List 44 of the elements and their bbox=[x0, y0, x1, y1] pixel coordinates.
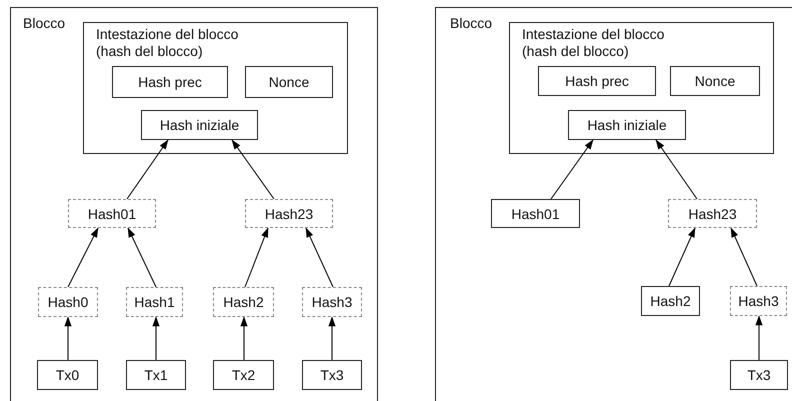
group-title: Intestazione del blocco (hash del blocco) bbox=[522, 26, 666, 60]
group-title: Intestazione del blocco (hash del blocco) bbox=[96, 26, 240, 60]
arrow bbox=[668, 227, 696, 286]
arrow bbox=[240, 316, 248, 360]
hash-node: Tx3 bbox=[730, 360, 788, 390]
hash-node: Tx2 bbox=[213, 360, 274, 390]
header-box bbox=[509, 22, 774, 154]
hash-node: Hash iniziale bbox=[568, 110, 686, 140]
hash-node: Hash3 bbox=[730, 286, 787, 316]
hash-node: Hash prec bbox=[112, 66, 228, 98]
hash-node: Hash2 bbox=[213, 287, 274, 317]
hash-node: Tx3 bbox=[302, 360, 362, 390]
hash-node: Tx0 bbox=[37, 360, 98, 390]
arrow bbox=[730, 227, 758, 286]
hash-node: Hash01 bbox=[68, 199, 156, 228]
arrow bbox=[68, 227, 98, 288]
hash-node: Nonce bbox=[670, 66, 760, 96]
hash-node: Hash prec bbox=[538, 66, 656, 96]
hash-node: Tx1 bbox=[126, 360, 186, 390]
arrow bbox=[755, 315, 763, 360]
hash-node: Hash23 bbox=[668, 199, 757, 228]
arrow bbox=[306, 227, 334, 288]
arrow bbox=[64, 316, 72, 360]
arrow bbox=[656, 139, 698, 200]
hash-node: Hash iniziale bbox=[141, 110, 258, 140]
arrow bbox=[128, 227, 156, 288]
hash-node: Hash3 bbox=[302, 287, 362, 317]
group-title: Blocco bbox=[450, 15, 492, 32]
arrow bbox=[126, 139, 168, 200]
arrow bbox=[550, 139, 594, 200]
group-title: Blocco bbox=[23, 15, 66, 32]
hash-node: Hash23 bbox=[245, 199, 333, 228]
arrow bbox=[232, 139, 274, 200]
hash-node: Nonce bbox=[245, 66, 333, 98]
hash-node: Hash2 bbox=[641, 286, 700, 316]
block-frame bbox=[10, 7, 378, 401]
arrow bbox=[152, 316, 160, 360]
arrow bbox=[244, 227, 268, 288]
arrow bbox=[328, 316, 336, 360]
hash-node: Hash01 bbox=[491, 199, 580, 228]
block-frame bbox=[435, 7, 792, 401]
header-box bbox=[83, 22, 348, 154]
hash-node: Hash1 bbox=[126, 287, 183, 317]
hash-node: Hash0 bbox=[38, 287, 98, 317]
